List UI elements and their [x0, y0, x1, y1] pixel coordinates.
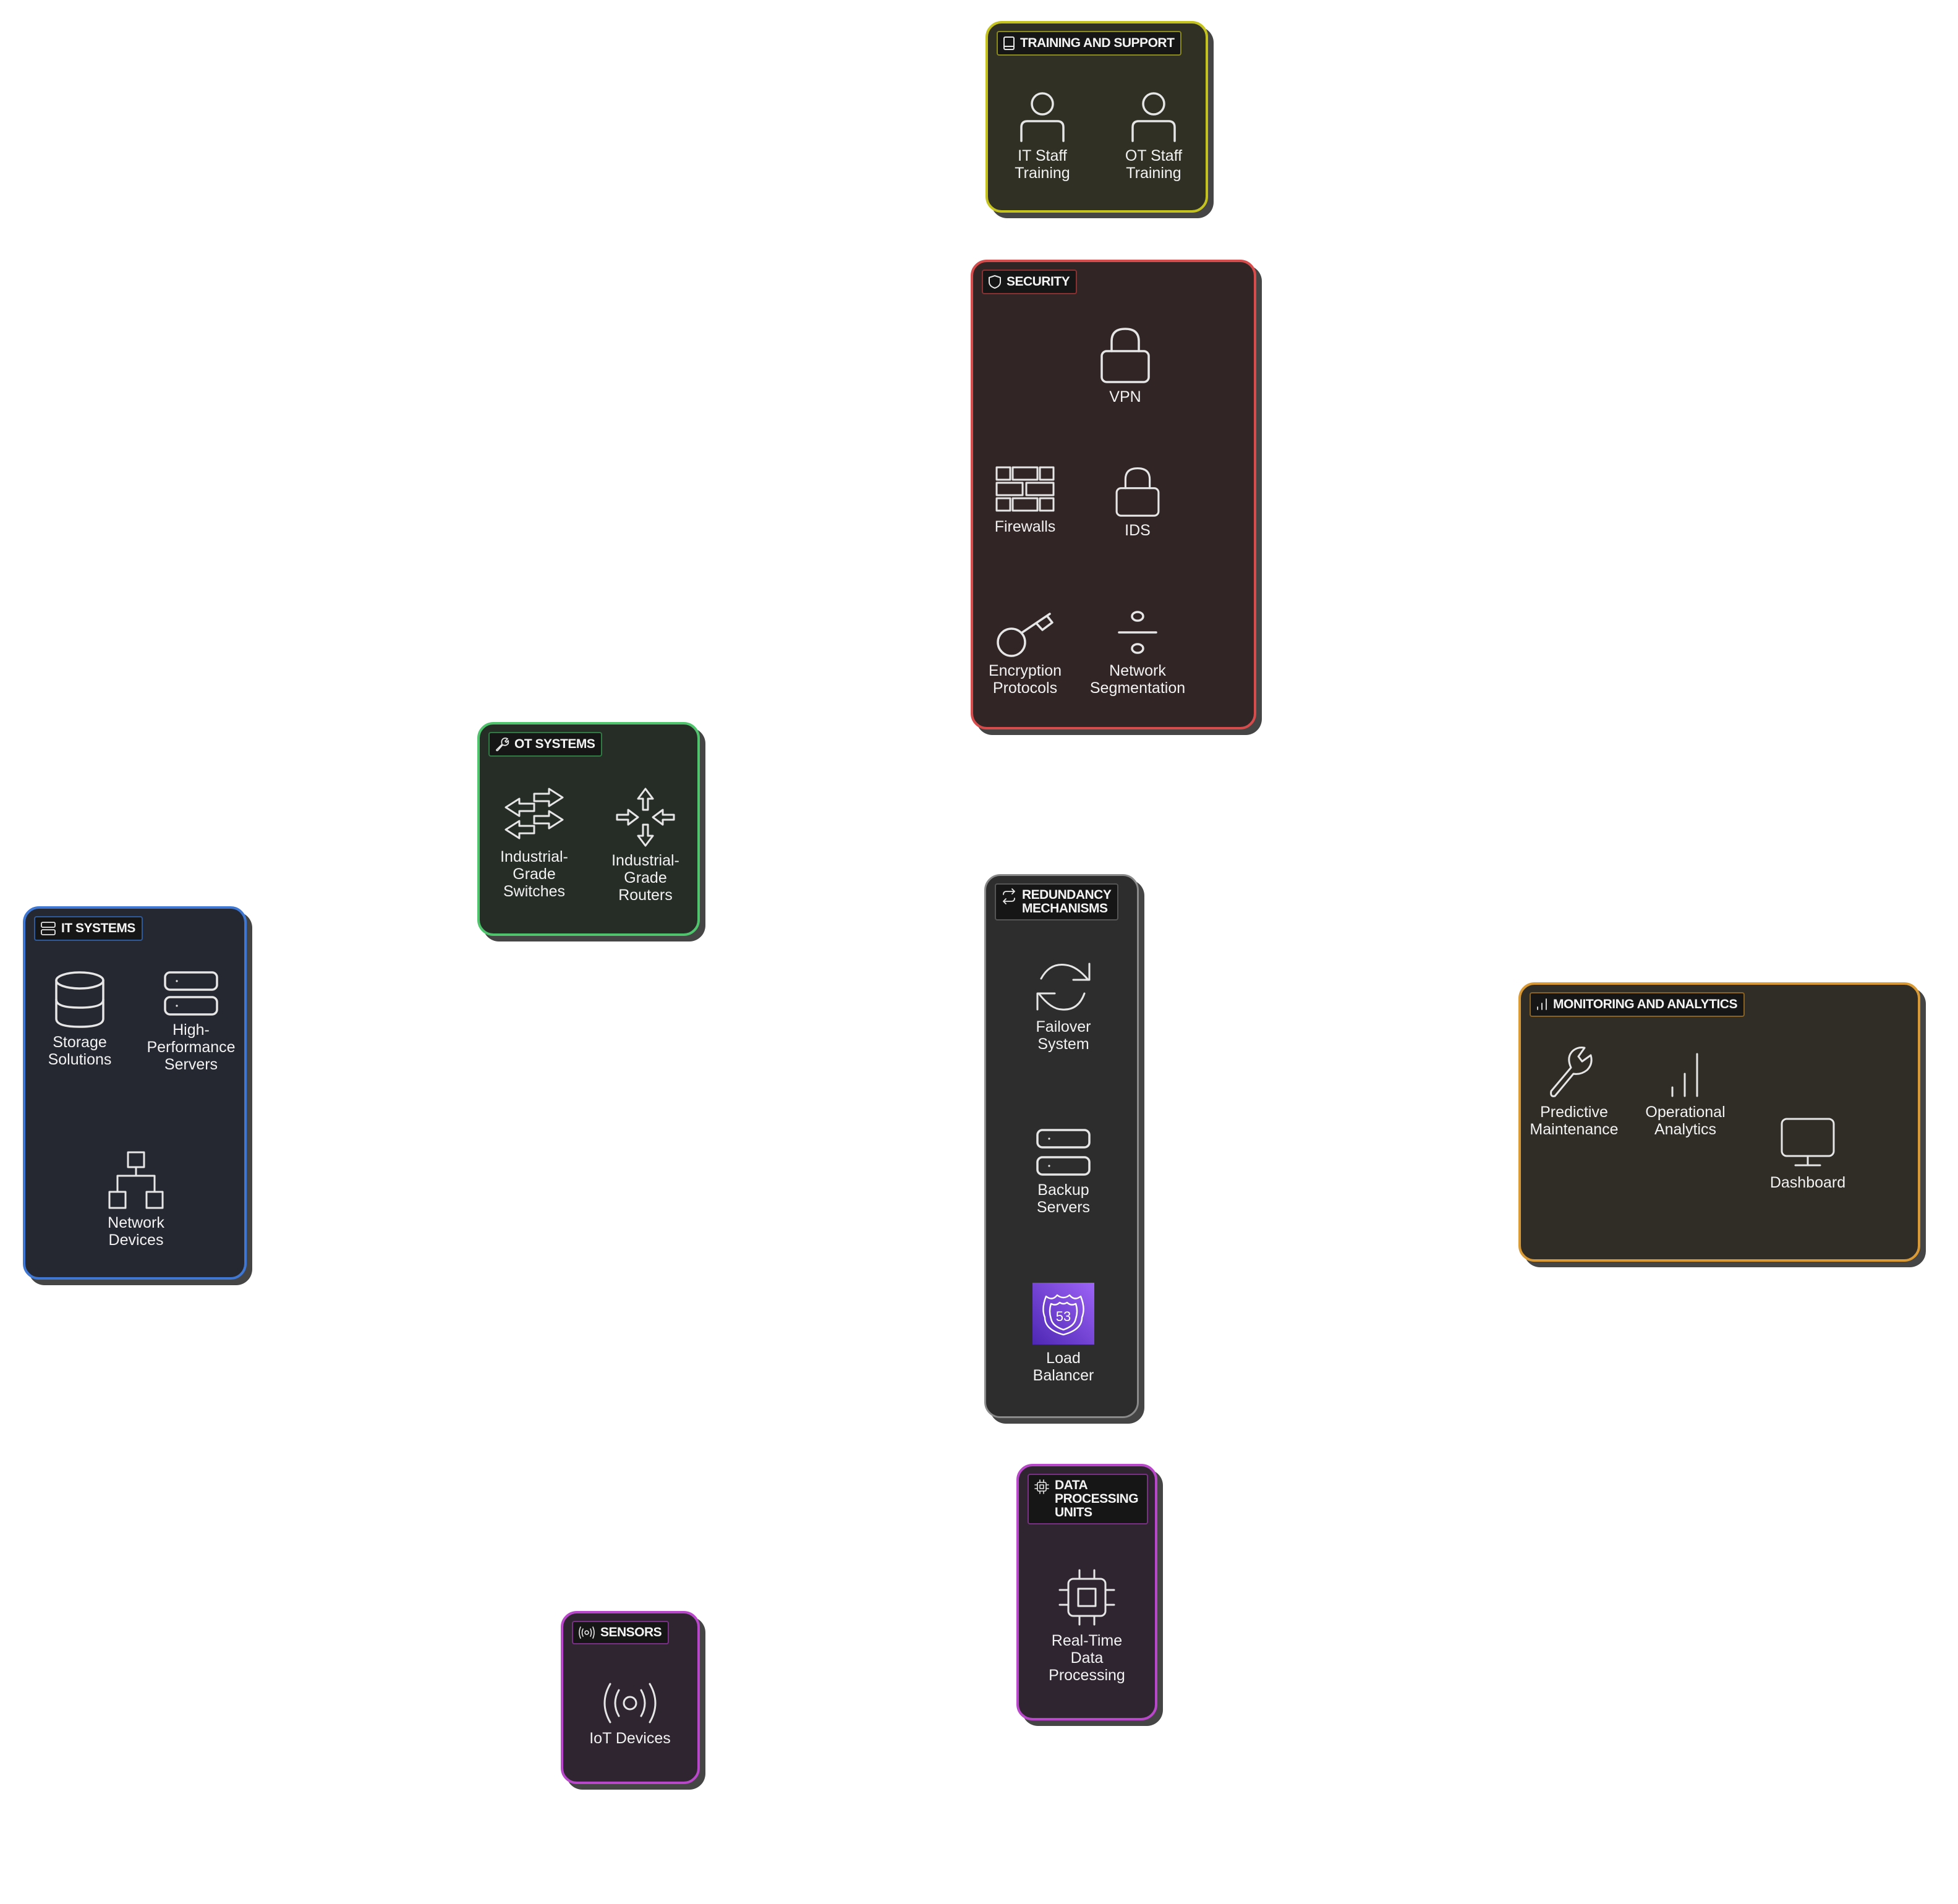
group-title: SENSORS	[572, 1621, 670, 1645]
wrench-icon	[496, 737, 509, 752]
group-title: REDUNDANCY MECHANISMS	[995, 883, 1119, 921]
node-label: Predictive Maintenance	[1530, 1103, 1619, 1138]
node-encryption-protocols[interactable]: Encryption Protocols	[963, 605, 1087, 697]
wrench-icon	[1550, 1047, 1593, 1097]
node-dashboard[interactable]: Dashboard	[1746, 1117, 1870, 1191]
group-title-text: SECURITY	[1007, 274, 1070, 289]
node-high-performance-servers[interactable]: High- Performance Servers	[129, 971, 253, 1073]
group-monitoring-analytics[interactable]: MONITORING AND ANALYTICS Predictive Main…	[1518, 982, 1920, 1262]
group-sensors[interactable]: SENSORS IoT Devices	[561, 1611, 700, 1784]
group-it-systems[interactable]: IT SYSTEMS Storage Solutions High- Perfo…	[23, 906, 247, 1280]
monitor-icon	[1781, 1118, 1835, 1167]
node-vpn[interactable]: VPN	[1063, 326, 1187, 406]
node-load-balancer[interactable]: 53 Load Balancer	[1002, 1283, 1125, 1384]
node-label: Encryption Protocols	[988, 662, 1062, 697]
node-network-devices[interactable]: Network Devices	[74, 1151, 198, 1249]
node-label: Firewalls	[994, 518, 1056, 535]
group-title-text: DATA PROCESSING UNITS	[1055, 1478, 1139, 1520]
key-icon	[997, 613, 1053, 657]
route53-icon: 53	[1032, 1283, 1094, 1345]
node-it-staff-training[interactable]: IT Staff Training	[981, 90, 1104, 182]
group-title-text: REDUNDANCY MECHANISMS	[1022, 888, 1112, 916]
user-icon	[1131, 92, 1176, 142]
group-title-text: IT SYSTEMS	[61, 920, 135, 935]
node-label: IT Staff Training	[1015, 147, 1070, 182]
node-ids[interactable]: IDS	[1076, 466, 1199, 539]
node-label: Operational Analytics	[1645, 1103, 1726, 1138]
node-label: Network Devices	[108, 1214, 164, 1249]
divide-icon	[1118, 611, 1157, 654]
node-label: Failover System	[1036, 1018, 1091, 1053]
chip-icon	[1034, 1479, 1049, 1494]
server-icon	[1036, 1129, 1091, 1176]
node-label: High- Performance Servers	[147, 1021, 236, 1073]
edge-it-arrow-3[interactable]	[244, 1121, 254, 1133]
node-industrial-routers[interactable]: Industrial- Grade Routers	[584, 788, 707, 904]
node-network-segmentation[interactable]: Network Segmentation	[1076, 605, 1199, 697]
server-icon	[164, 971, 218, 1016]
refresh-icon	[1036, 963, 1091, 1011]
group-title: IT SYSTEMS	[34, 916, 143, 941]
node-label: Load Balancer	[1032, 1349, 1094, 1384]
group-title: SECURITY	[982, 270, 1078, 294]
node-label: IoT Devices	[589, 1730, 671, 1747]
node-label: OT Staff Training	[1125, 147, 1183, 182]
node-label: Backup Servers	[1036, 1181, 1091, 1216]
network-tree-icon	[108, 1151, 164, 1209]
node-storage-solutions[interactable]: Storage Solutions	[18, 971, 142, 1068]
router-arrows-icon	[616, 788, 675, 847]
book-icon	[1003, 36, 1015, 50]
edge-it-arrow-5[interactable]	[244, 1176, 254, 1189]
node-label: IDS	[1125, 522, 1151, 539]
bar-chart-icon	[1537, 998, 1547, 1010]
node-backup-servers[interactable]: Backup Servers	[1002, 1128, 1125, 1216]
node-label: VPN	[1109, 388, 1141, 406]
firewall-icon	[995, 466, 1055, 512]
node-label: Dashboard	[1769, 1174, 1846, 1191]
route53-badge: 53	[1056, 1309, 1071, 1324]
edge-it-arrow-4[interactable]	[244, 1149, 254, 1161]
lock-icon	[1115, 467, 1160, 517]
node-operational-analytics[interactable]: Operational Analytics	[1624, 1045, 1747, 1138]
server-icon	[41, 922, 56, 935]
node-label: Real-Time Data Processing	[1049, 1632, 1125, 1684]
node-label: Industrial- Grade Routers	[611, 852, 679, 904]
group-title: MONITORING AND ANALYTICS	[1530, 992, 1745, 1017]
edge-it-arrow-2[interactable]	[244, 955, 254, 967]
group-data-processing-units[interactable]: DATA PROCESSING UNITS Real-Time Data Pro…	[1016, 1464, 1157, 1720]
node-industrial-switches[interactable]: Industrial- Grade Switches	[472, 788, 596, 900]
bar-chart-icon	[1671, 1053, 1698, 1097]
switch-arrows-icon	[504, 788, 564, 839]
node-real-time-data-processing[interactable]: Real-Time Data Processing	[1025, 1568, 1149, 1684]
group-ot-systems[interactable]: OT SYSTEMS Industrial- Grade Switches In…	[477, 722, 700, 936]
node-failover-system[interactable]: Failover System	[1002, 960, 1125, 1053]
group-title: DATA PROCESSING UNITS	[1028, 1474, 1149, 1525]
group-title-text: TRAINING AND SUPPORT	[1020, 35, 1175, 50]
node-ot-staff-training[interactable]: OT Staff Training	[1092, 90, 1215, 182]
node-predictive-maintenance[interactable]: Predictive Maintenance	[1512, 1045, 1636, 1138]
antenna-icon	[579, 1626, 595, 1639]
group-title-text: SENSORS	[600, 1625, 662, 1639]
group-title: TRAINING AND SUPPORT	[997, 31, 1182, 56]
edge-it-arrow-1[interactable]	[244, 929, 254, 941]
lock-icon	[1100, 328, 1150, 383]
group-title: OT SYSTEMS	[488, 732, 603, 757]
chip-icon	[1058, 1569, 1115, 1626]
node-label: Industrial- Grade Switches	[500, 848, 568, 900]
database-icon	[55, 971, 104, 1028]
group-security[interactable]: SECURITY VPN Firewalls IDS Encryption Pr…	[971, 260, 1256, 729]
antenna-icon	[603, 1683, 657, 1723]
sync-icon	[1003, 888, 1015, 904]
node-firewalls[interactable]: Firewalls	[963, 466, 1087, 535]
node-iot-devices[interactable]: IoT Devices	[568, 1681, 692, 1747]
user-icon	[1020, 92, 1065, 142]
group-training-support[interactable]: TRAINING AND SUPPORT IT Staff Training O…	[985, 21, 1208, 213]
shield-icon	[989, 275, 1001, 289]
group-redundancy[interactable]: REDUNDANCY MECHANISMS Failover System Ba…	[984, 874, 1139, 1418]
group-title-text: MONITORING AND ANALYTICS	[1553, 997, 1737, 1011]
node-label: Network Segmentation	[1089, 662, 1186, 697]
group-title-text: OT SYSTEMS	[514, 736, 595, 751]
node-label: Storage Solutions	[48, 1034, 112, 1068]
